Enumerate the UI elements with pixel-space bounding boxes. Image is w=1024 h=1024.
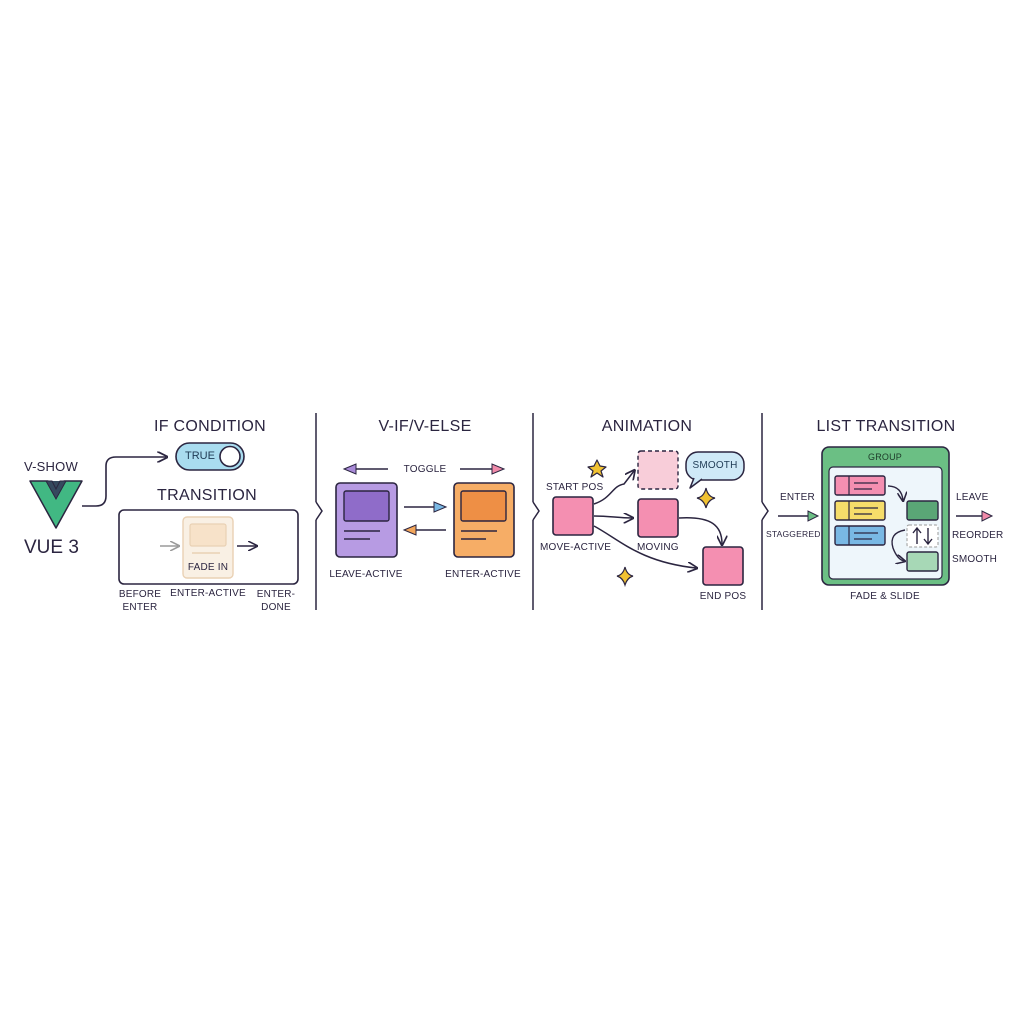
if-condition-heading: IF CONDITION bbox=[153, 418, 267, 435]
sparkle-icon bbox=[587, 459, 607, 478]
enter-active-label: ENTER-ACTIVE bbox=[445, 569, 521, 580]
panel-separator bbox=[315, 413, 769, 610]
list-item bbox=[834, 475, 886, 496]
list-reorder-arrows bbox=[887, 485, 905, 561]
stage-before-enter: BEFORE ENTER bbox=[118, 589, 162, 613]
enter-arrowhead bbox=[807, 510, 820, 522]
leave-active-label: LEAVE-ACTIVE bbox=[329, 569, 403, 580]
leave-active-card bbox=[335, 482, 398, 558]
true-toggle-label[interactable]: TRUE bbox=[185, 450, 215, 462]
enter-label: ENTER bbox=[780, 492, 815, 503]
vue-logo-icon bbox=[29, 480, 83, 529]
v-show-label: V-SHOW bbox=[24, 459, 78, 474]
start-pos-label: START POS bbox=[546, 482, 604, 493]
moving-label: MOVING bbox=[637, 542, 679, 553]
fade-in-card bbox=[182, 516, 234, 579]
sparkle-icon bbox=[696, 487, 716, 509]
enter-active-card bbox=[453, 482, 515, 558]
start-pos-box bbox=[552, 496, 594, 536]
swap-right-arrowhead bbox=[433, 501, 448, 513]
leave-arrowhead bbox=[981, 510, 994, 522]
list-item bbox=[834, 500, 886, 521]
fade-slide-caption: FADE & SLIDE bbox=[850, 591, 920, 602]
vue-logo-name: VUE 3 bbox=[24, 537, 79, 558]
smooth-speech-bubble bbox=[685, 451, 745, 489]
smooth-bubble-label: SMOOTH bbox=[692, 460, 738, 471]
reorder-swap-icon bbox=[906, 524, 939, 548]
toggle-label: TOGGLE bbox=[403, 464, 447, 475]
reorder-label: REORDER bbox=[952, 530, 1004, 541]
transition-heading: TRANSITION bbox=[157, 487, 257, 504]
stage-enter-active: ENTER-ACTIVE bbox=[170, 588, 246, 599]
ghost-box bbox=[637, 450, 679, 490]
stage-enter-done: ENTER- DONE bbox=[256, 589, 296, 613]
v-if-else-heading: V-IF/V-ELSE bbox=[378, 418, 472, 435]
list-item bbox=[834, 525, 886, 546]
logo-to-condition-arrow bbox=[82, 457, 166, 507]
staggered-label: STAGGERED bbox=[766, 529, 821, 539]
list-item-moved bbox=[906, 500, 939, 521]
group-label: GROUP bbox=[867, 452, 903, 462]
list-item-moved bbox=[906, 551, 939, 572]
toggle-right-arrowhead bbox=[491, 463, 506, 475]
fade-in-label: FADE IN bbox=[187, 562, 229, 573]
end-pos-box bbox=[702, 546, 744, 586]
swap-left-arrowhead bbox=[402, 524, 417, 536]
toggle-left-arrowhead bbox=[342, 463, 357, 475]
animation-path-arrows bbox=[593, 471, 722, 568]
end-pos-label: END POS bbox=[699, 591, 747, 602]
leave-label: LEAVE bbox=[956, 492, 989, 503]
smooth-label: SMOOTH bbox=[952, 554, 998, 565]
true-toggle[interactable] bbox=[175, 442, 245, 471]
animation-heading: ANIMATION bbox=[601, 418, 693, 435]
moving-box bbox=[637, 498, 679, 538]
move-active-label: MOVE-ACTIVE bbox=[540, 542, 612, 553]
sparkle-icon bbox=[616, 566, 634, 588]
list-transition-heading: LIST TRANSITION bbox=[816, 418, 956, 435]
